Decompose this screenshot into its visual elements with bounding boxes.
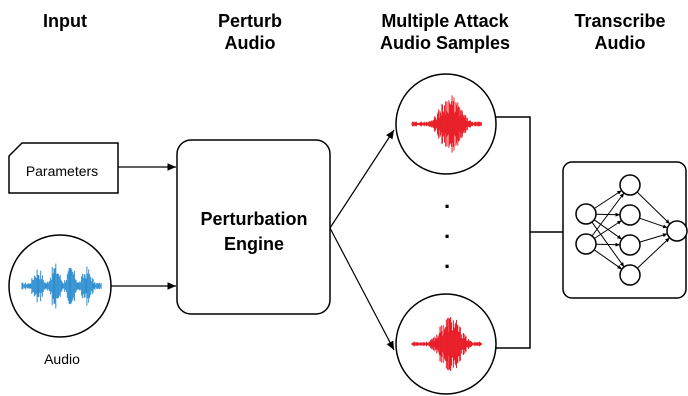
network-edge (636, 237, 671, 269)
audio-waveform-icon (21, 263, 102, 309)
neural-network-icon (575, 174, 688, 286)
engine-label-line1: Perturbation (200, 209, 307, 229)
attack-waveform-icon (411, 95, 482, 153)
header-attack-samples: Multiple Attack Audio Samples (379, 11, 511, 53)
network-node (666, 220, 688, 242)
engine-to-attack-bottom-arrow (329, 227, 395, 351)
network-edge (639, 217, 668, 229)
header-transcribe-audio: Transcribe Audio (574, 11, 666, 53)
attack-waveform-icon (411, 317, 482, 371)
network-edge (594, 220, 622, 239)
network-node (619, 204, 641, 226)
ellipsis: ... (444, 188, 450, 273)
network-node (619, 234, 641, 256)
engine-label-line2: Engine (224, 234, 284, 254)
network-node (575, 203, 597, 225)
network-edge (639, 233, 668, 243)
audio-label: Audio (44, 351, 80, 367)
network-edge (595, 242, 621, 247)
network-node (619, 174, 641, 196)
network-node (575, 233, 597, 255)
svg-text:...: ... (444, 188, 450, 273)
network-edge (591, 192, 625, 237)
network-edge (636, 191, 671, 225)
network-edge (593, 249, 623, 270)
network-node (619, 264, 641, 286)
header-perturb-audio: Perturb Audio (217, 11, 282, 53)
parameters-card (8, 142, 119, 194)
header-input: Input (43, 11, 87, 31)
engine-to-attack-top-arrow (329, 129, 395, 229)
network-edge (594, 190, 622, 209)
attack-to-transcribe-connector (496, 116, 531, 349)
parameters-label: Parameters (26, 163, 98, 179)
